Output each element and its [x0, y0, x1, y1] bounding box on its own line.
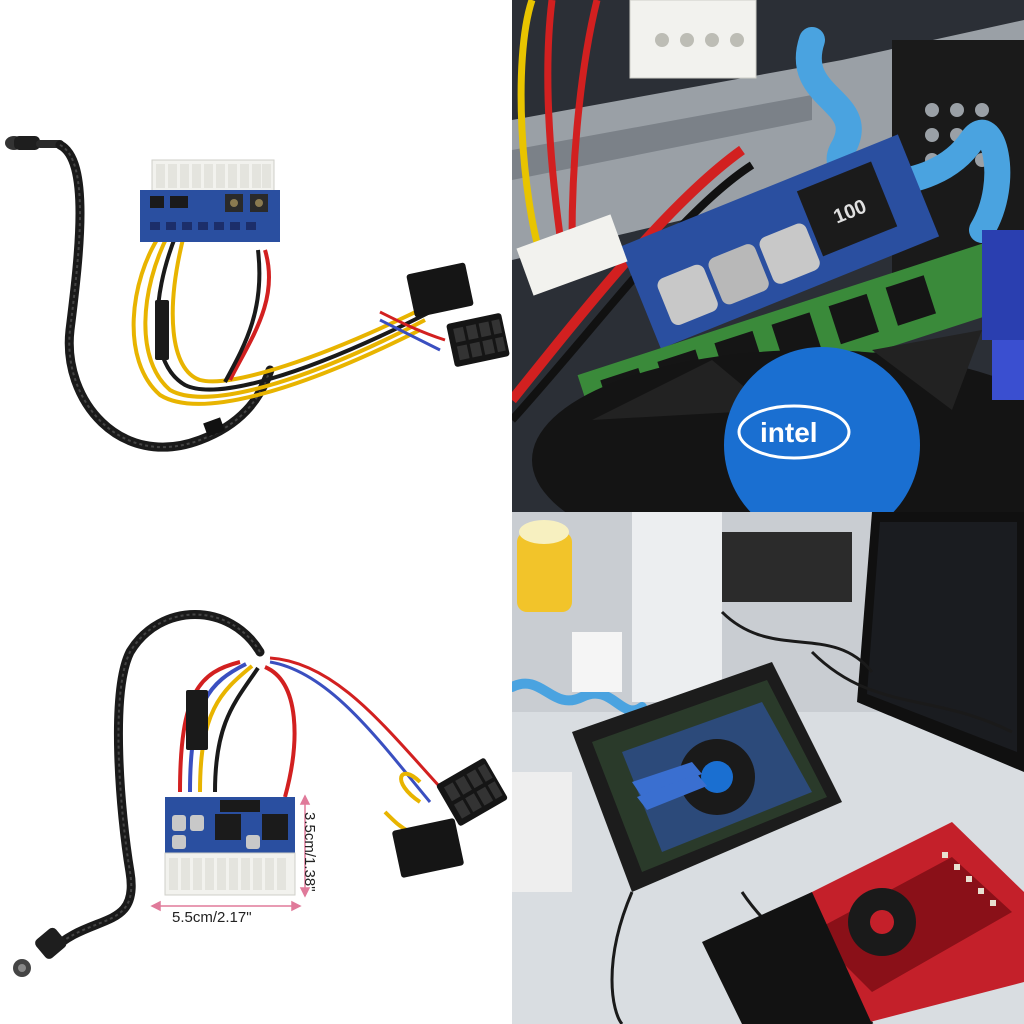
- height-dimension-label: 3.5cm/1.38": [301, 812, 318, 892]
- pico-psu-board: [164, 797, 296, 896]
- pico-psu-with-cables: [5, 136, 510, 452]
- installed-closeup-photo: 100 intel: [512, 0, 1024, 512]
- dc-jack: [5, 136, 64, 150]
- atx-4pin-connector: [392, 818, 464, 878]
- pico-psu-board: [140, 159, 280, 242]
- bench-setup-panel: [512, 512, 1024, 1024]
- bench-setup-photo: [512, 512, 1024, 1024]
- monitor: [857, 512, 1024, 772]
- eps-8pin-connector: [446, 313, 510, 367]
- aux-connector: [186, 690, 208, 750]
- aux-connector: [155, 300, 169, 360]
- eps-8pin-connector: [436, 758, 508, 826]
- cpu-cooler-fan: intel: [532, 330, 1024, 512]
- intel-logo: [724, 347, 920, 512]
- pico-psu-dimensions: [13, 610, 508, 977]
- dc-jack: [13, 927, 67, 977]
- graphics-card: [792, 822, 1024, 1024]
- mini-itx-chassis: [572, 662, 842, 892]
- intel-logo-text: intel: [760, 417, 818, 448]
- installed-closeup-panel: 100 intel: [512, 0, 1024, 512]
- keyboard: [702, 892, 872, 1024]
- atx-4pin-connector: [406, 262, 474, 318]
- product-photo-panel: [0, 0, 512, 512]
- pico-psu-installed: 100: [619, 134, 940, 349]
- dimension-lines: [150, 794, 311, 912]
- wire-bundle: [131, 233, 446, 406]
- dimension-photo-panel: 5.5cm/2.17" 3.5cm/1.38": [0, 512, 512, 1024]
- width-dimension-label: 5.5cm/2.17": [172, 909, 252, 926]
